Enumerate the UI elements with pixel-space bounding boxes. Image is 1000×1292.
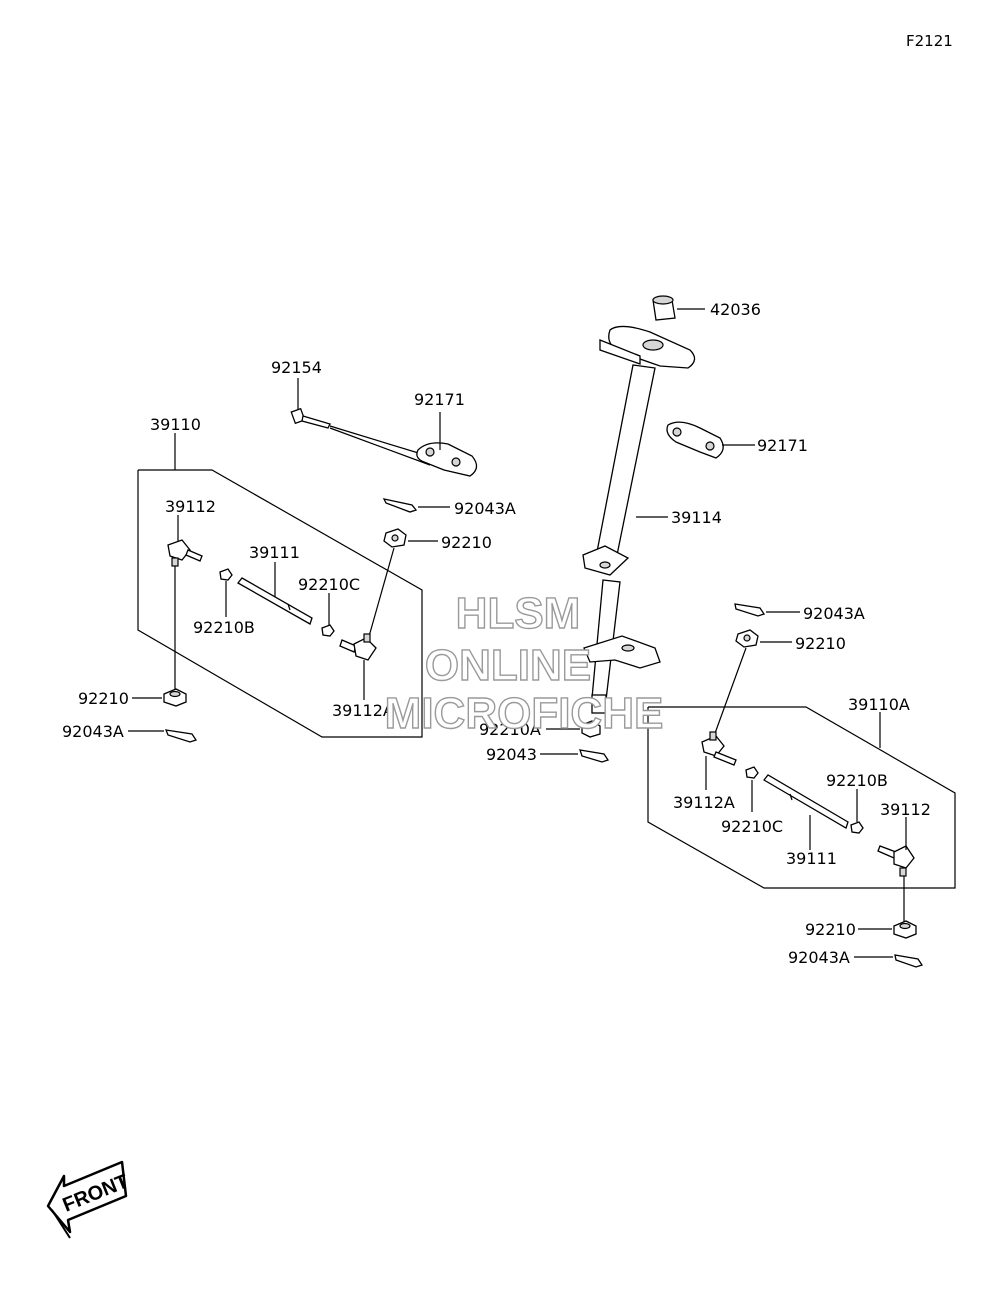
label-92171-left[interactable]: 92171 — [414, 390, 465, 409]
cotter-pin-92043A-top[interactable] — [382, 498, 418, 513]
label-92154[interactable]: 92154 — [271, 358, 322, 377]
label-92210-top[interactable]: 92210 — [441, 533, 492, 552]
watermark-line-1: HLSM — [456, 589, 581, 638]
label-92171-right[interactable]: 92171 — [757, 436, 808, 455]
label-92210A[interactable]: 92210A — [479, 720, 541, 739]
figure-code: F2121 — [906, 32, 953, 50]
label-92210B-right[interactable]: 92210B — [826, 771, 888, 790]
tie-rod-39111-left[interactable] — [237, 577, 313, 625]
bushing-42036[interactable] — [652, 295, 676, 321]
leader-nut-right-to-end — [713, 647, 747, 737]
bolt-92154[interactable] — [290, 407, 331, 429]
label-39110[interactable]: 39110 — [150, 415, 201, 434]
clamp-92171-right[interactable] — [666, 421, 724, 459]
tie-rod-end-39112-left[interactable] — [167, 539, 203, 567]
cotter-pin-92043[interactable] — [579, 749, 610, 763]
leader-nut-to-end — [367, 547, 395, 641]
label-39112A-right[interactable]: 39112A — [673, 793, 735, 812]
cotter-pin-92043A-right[interactable] — [734, 603, 766, 617]
label-92210B-left[interactable]: 92210B — [193, 618, 255, 637]
label-92043A-right[interactable]: 92043A — [803, 604, 865, 623]
label-39112-left[interactable]: 39112 — [165, 497, 216, 516]
nut-92210-bottom[interactable] — [893, 920, 917, 939]
label-92043A-left[interactable]: 92043A — [62, 722, 124, 741]
watermark-line-2: ONLINE — [425, 641, 591, 690]
cotter-pin-92043A-left[interactable] — [164, 729, 198, 743]
label-39110A[interactable]: 39110A — [848, 695, 910, 714]
watermark-line-3: MICROFICHE — [385, 689, 664, 738]
label-92043A-top[interactable]: 92043A — [454, 499, 516, 518]
nut-92210-top[interactable] — [383, 528, 407, 548]
nut-92210B-left[interactable] — [219, 568, 233, 581]
label-92210C-right[interactable]: 92210C — [721, 817, 783, 836]
label-92210-bottom[interactable]: 92210 — [805, 920, 856, 939]
label-92210-right[interactable]: 92210 — [795, 634, 846, 653]
tie-rod-39111-right[interactable] — [763, 774, 849, 829]
label-42036[interactable]: 42036 — [710, 300, 761, 319]
front-arrow-icon: FRONT — [46, 1160, 132, 1239]
label-92043[interactable]: 92043 — [486, 745, 537, 764]
label-39112A-left[interactable]: 39112A — [332, 701, 394, 720]
label-39111-left[interactable]: 39111 — [249, 543, 300, 562]
clamp-92171-left[interactable] — [416, 442, 478, 477]
tie-rod-end-39112A-right[interactable] — [701, 731, 737, 766]
leader-bolt-b — [329, 427, 431, 466]
label-39111-right[interactable]: 39111 — [786, 849, 837, 868]
group-box-39110A — [647, 706, 956, 889]
group-box-39110 — [137, 469, 423, 738]
label-92210C-left[interactable]: 92210C — [298, 575, 360, 594]
nut-92210-right[interactable] — [735, 629, 759, 648]
label-39112-right[interactable]: 39112 — [880, 800, 931, 819]
steering-shaft-39114[interactable] — [582, 325, 696, 714]
tie-rod-end-39112A-left[interactable] — [339, 633, 377, 661]
tie-rod-end-39112-right[interactable] — [877, 845, 915, 877]
watermark: HLSM ONLINE MICROFICHE — [384, 588, 664, 738]
leader-bolt-a — [329, 425, 426, 456]
cotter-pin-92043A-bottom[interactable] — [894, 954, 924, 968]
nut-92210B-right[interactable] — [850, 821, 864, 834]
nut-92210A[interactable] — [581, 720, 601, 738]
label-92043A-bottom[interactable]: 92043A — [788, 948, 850, 967]
nut-92210-left[interactable] — [163, 688, 187, 707]
label-92210-left[interactable]: 92210 — [78, 689, 129, 708]
label-39114[interactable]: 39114 — [671, 508, 722, 527]
nut-92210C-left[interactable] — [321, 624, 335, 637]
nut-92210C-right[interactable] — [745, 766, 759, 779]
